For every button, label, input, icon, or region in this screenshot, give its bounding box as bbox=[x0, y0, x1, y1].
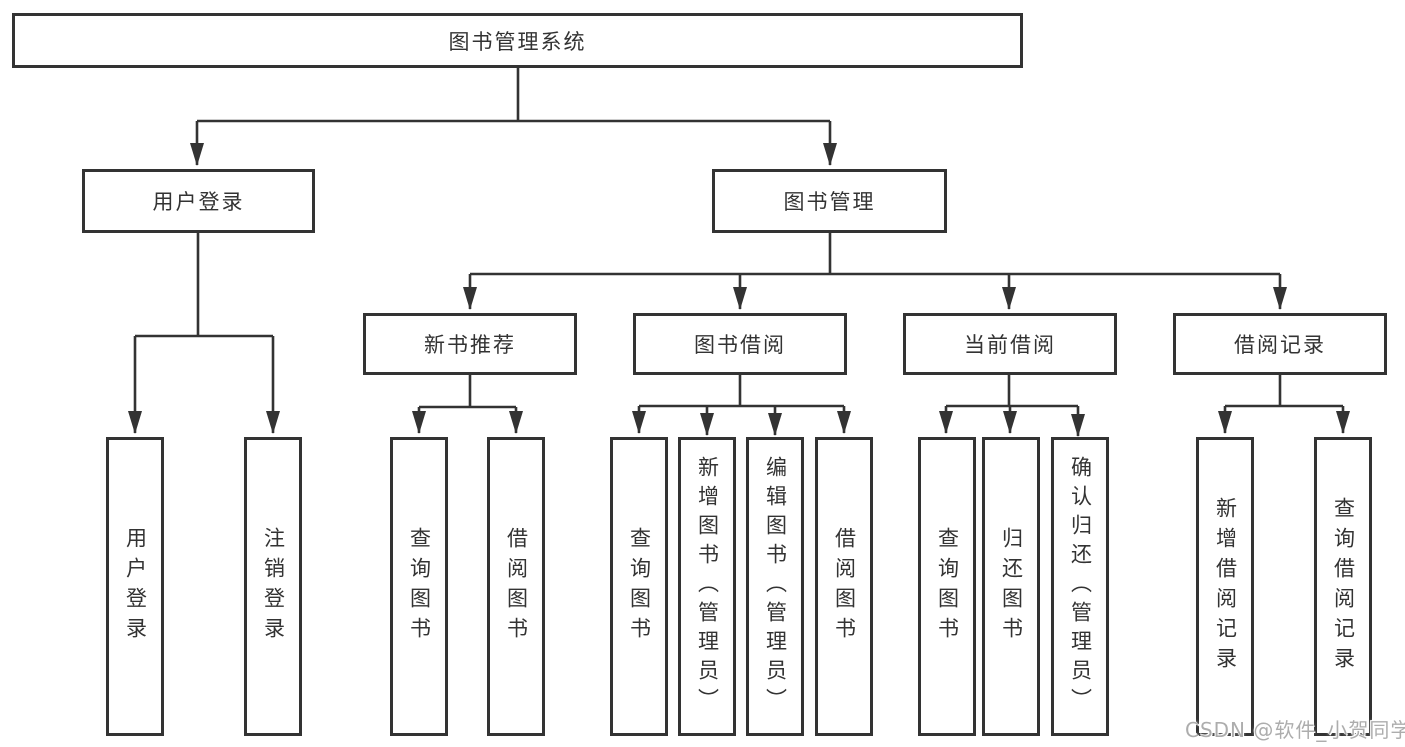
leaf-add-borrow-record: 新增借阅记录 bbox=[1196, 437, 1254, 736]
node-book-management: 图书管理 bbox=[712, 169, 947, 233]
leaf-user-login: 用户登录 bbox=[106, 437, 164, 736]
leaf-return-books: 归还图书 bbox=[982, 437, 1040, 736]
leaf-user-login-label: 用户登录 bbox=[123, 526, 148, 647]
leaf-borrow-books-recommend-label: 借阅图书 bbox=[504, 526, 529, 647]
leaf-query-books-recommend-label: 查询图书 bbox=[407, 526, 432, 647]
node-borrow-records: 借阅记录 bbox=[1173, 313, 1387, 375]
leaf-query-books-borrow: 查询图书 bbox=[610, 437, 668, 736]
leaf-borrow-books-2: 借阅图书 bbox=[815, 437, 873, 736]
leaf-logout: 注销登录 bbox=[244, 437, 302, 736]
node-book-borrow: 图书借阅 bbox=[633, 313, 847, 375]
leaf-edit-book-admin-label: 编辑图书（管理员） bbox=[763, 456, 788, 717]
leaf-edit-book-admin: 编辑图书（管理员） bbox=[746, 437, 804, 736]
leaf-add-book-admin: 新增图书（管理员） bbox=[678, 437, 736, 736]
leaf-query-books-recommend: 查询图书 bbox=[390, 437, 448, 736]
node-user-login: 用户登录 bbox=[82, 169, 315, 233]
leaf-borrow-books-2-label: 借阅图书 bbox=[832, 526, 857, 647]
leaf-query-borrow-record-label: 查询借阅记录 bbox=[1331, 496, 1356, 677]
leaf-query-books-current-label: 查询图书 bbox=[935, 526, 960, 647]
leaf-add-book-admin-label: 新增图书（管理员） bbox=[695, 456, 720, 717]
csdn-watermark: CSDN @软件_小贺同学 bbox=[1185, 718, 1405, 742]
leaf-return-books-label: 归还图书 bbox=[999, 526, 1024, 647]
root-node-library-management-system: 图书管理系统 bbox=[12, 13, 1023, 68]
leaf-logout-label: 注销登录 bbox=[261, 526, 286, 647]
node-current-borrow: 当前借阅 bbox=[903, 313, 1117, 375]
leaf-confirm-return-admin: 确认归还（管理员） bbox=[1051, 437, 1109, 736]
leaf-add-borrow-record-label: 新增借阅记录 bbox=[1213, 496, 1238, 677]
leaf-query-books-current: 查询图书 bbox=[918, 437, 976, 736]
leaf-query-books-borrow-label: 查询图书 bbox=[627, 526, 652, 647]
node-new-book-recommend: 新书推荐 bbox=[363, 313, 577, 375]
leaf-confirm-return-admin-label: 确认归还（管理员） bbox=[1068, 456, 1093, 717]
leaf-borrow-books-recommend: 借阅图书 bbox=[487, 437, 545, 736]
leaf-query-borrow-record: 查询借阅记录 bbox=[1314, 437, 1372, 736]
